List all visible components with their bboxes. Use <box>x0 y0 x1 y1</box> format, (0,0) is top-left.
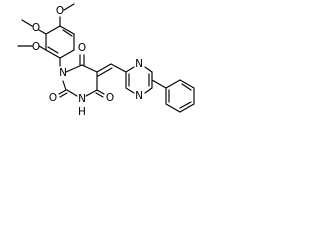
bond <box>181 83 192 91</box>
bond <box>97 67 113 77</box>
bond <box>144 66 153 73</box>
bond <box>179 79 195 89</box>
bond <box>81 64 98 73</box>
bond <box>45 49 61 59</box>
bond <box>62 29 73 37</box>
bond <box>96 89 105 95</box>
bond <box>63 3 75 11</box>
bond <box>59 49 75 59</box>
bond <box>21 19 33 27</box>
atom-label-h-n3: H <box>78 106 86 118</box>
atom-label-o-methoxy-mid: O <box>32 22 40 34</box>
barbiturate-ring <box>62 64 98 97</box>
bond <box>125 66 135 73</box>
bond <box>96 63 112 73</box>
atom-label-o-carbonyl-c4: O <box>106 92 114 104</box>
phenyl-ring <box>165 79 195 113</box>
atom-label-n-pyrimidine-top: N <box>135 58 143 70</box>
bond <box>66 89 78 97</box>
bond <box>38 45 47 51</box>
bond <box>125 87 135 94</box>
pyrimidine-ring <box>125 66 153 94</box>
chemical-structure-diagram: O O O O N O N H O N N <box>17 3 195 118</box>
bond <box>151 79 167 89</box>
bond <box>144 87 153 94</box>
bond <box>165 79 181 89</box>
atom-label-o-methoxy-low: O <box>32 41 40 53</box>
methoxy-groups <box>17 3 75 51</box>
atom-label-n-pyrimidine-bottom: N <box>135 90 143 102</box>
bond <box>59 92 68 98</box>
bond <box>179 101 192 109</box>
bond <box>95 92 104 98</box>
atom-label-n1: N <box>59 67 67 79</box>
bond <box>165 103 181 113</box>
bond <box>85 89 98 97</box>
bond <box>110 63 127 73</box>
bond <box>62 80 67 91</box>
bond <box>58 89 67 95</box>
atom-label-n3: N <box>78 93 86 105</box>
atom-label-o-methoxy-top: O <box>56 5 64 17</box>
bond <box>47 46 59 54</box>
atom-label-o-carbonyl-top: O <box>78 42 86 54</box>
bond <box>38 29 47 35</box>
atom-label-o-carbonyl-c2: O <box>49 92 57 104</box>
trimethoxyphenyl-ring <box>45 25 75 59</box>
bond <box>45 25 61 35</box>
bond <box>59 25 75 35</box>
bond <box>179 103 195 113</box>
bond <box>65 64 83 73</box>
